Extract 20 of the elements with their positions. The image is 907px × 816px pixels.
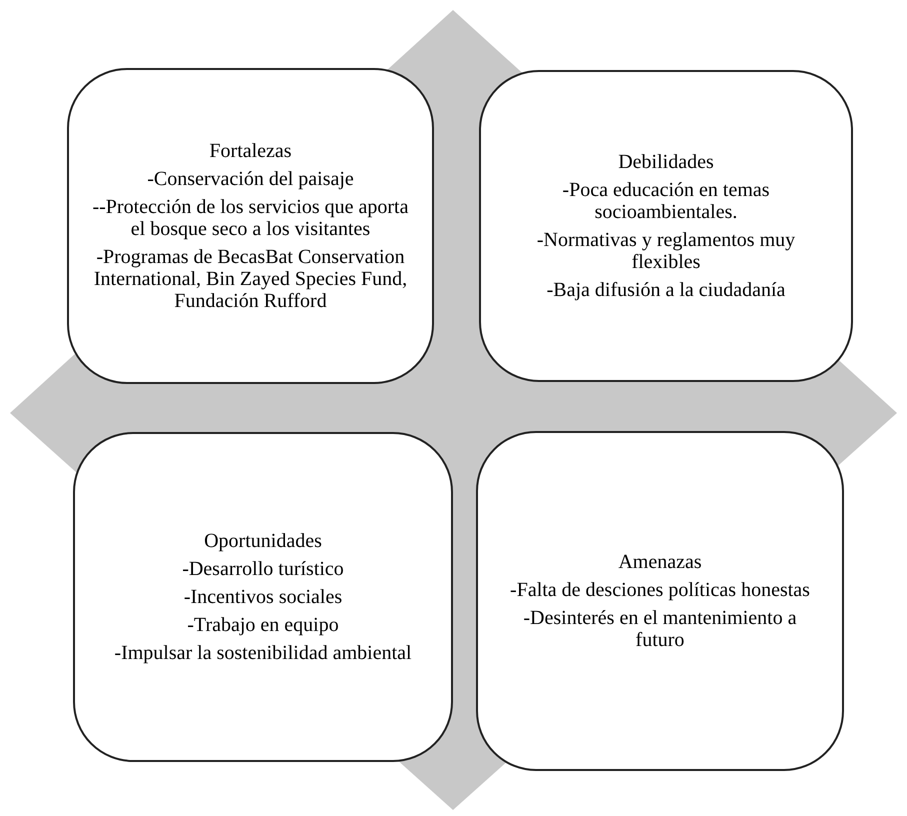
list-item: -Falta de desciones políticas honestas xyxy=(510,579,810,601)
box-heading: Amenazas xyxy=(618,551,702,573)
list-item: --Protección de los servicios que aporta el bosque seco a los visitantes xyxy=(91,196,410,240)
list-item: -Programas de BecasBat Conservation International, Bin Zayed Species Fund, Fundación Rufford xyxy=(92,246,408,312)
box-heading: Oportunidades xyxy=(204,530,322,552)
rounded-box xyxy=(476,431,844,771)
rounded-box xyxy=(67,68,434,384)
list-item: -Trabajo en equipo xyxy=(187,614,339,636)
rounded-box xyxy=(479,70,853,382)
list-item: -Desinterés en el mantenimiento a futuro xyxy=(522,607,798,651)
rounded-box xyxy=(73,432,453,762)
list-item: -Desarrollo turístico xyxy=(182,558,344,580)
list-item: -Conservación del paisaje xyxy=(147,168,354,190)
list-item: -Poca educación en temas socioambientales. xyxy=(561,179,771,223)
box-heading: Debilidades xyxy=(618,151,714,173)
list-item: -Normativas y reglamentos muy flexibles xyxy=(536,229,796,273)
list-item: -Incentivos sociales xyxy=(184,586,342,608)
list-item: -Baja difusión a la ciudadanía xyxy=(546,279,786,301)
box-heading: Fortalezas xyxy=(209,140,292,162)
list-item: -Impulsar la sostenibilidad ambiental xyxy=(114,642,412,664)
